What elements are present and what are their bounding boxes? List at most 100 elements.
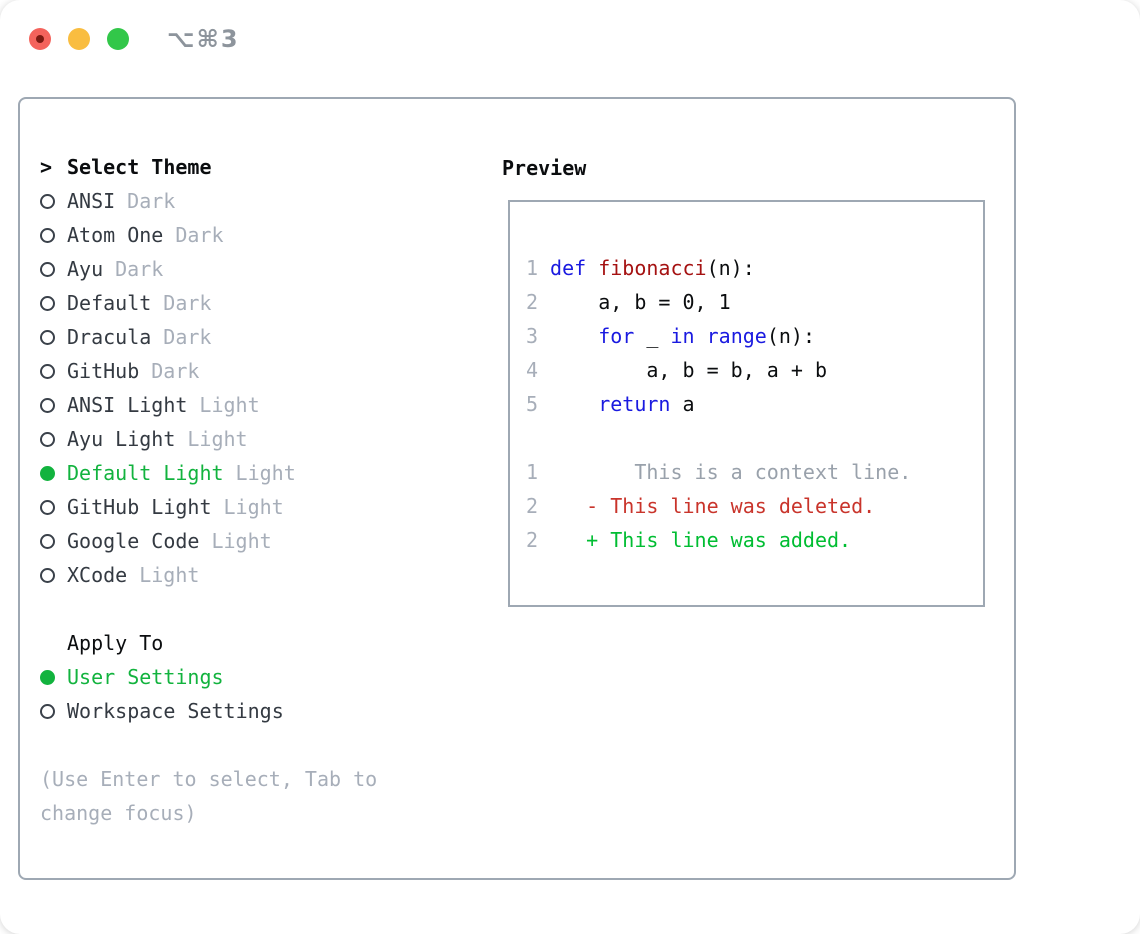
- radio-slot: [40, 465, 67, 481]
- code-line: 2 a, b = 0, 1: [526, 285, 911, 319]
- code-line: 5 return a: [526, 387, 911, 421]
- code-token: This is a context line.: [550, 460, 912, 484]
- code-line: 4 a, b = b, a + b: [526, 353, 911, 387]
- radio-slot: [40, 261, 67, 277]
- theme-option[interactable]: ANSI Dark: [40, 184, 377, 218]
- radio-slot: [40, 363, 67, 379]
- prompt-icon: >: [40, 155, 53, 179]
- line-number: 2: [526, 528, 539, 552]
- theme-variant-tag: Dark: [127, 189, 176, 213]
- apply-to-option[interactable]: Workspace Settings: [40, 694, 377, 728]
- apply-to-option[interactable]: User Settings: [40, 660, 377, 694]
- code-line: 2 + This line was added.: [526, 523, 911, 557]
- radio-slot: [40, 329, 67, 345]
- zoom-button[interactable]: [107, 28, 129, 50]
- line-number: 3: [526, 324, 539, 348]
- theme-name: Default Light: [67, 461, 224, 485]
- line-number: 1: [526, 256, 539, 280]
- code-token: [550, 324, 598, 348]
- theme-variant-tag: Dark: [163, 291, 212, 315]
- code-token: (n):: [766, 324, 815, 348]
- code-line: 2 - This line was deleted.: [526, 489, 911, 523]
- spacer: [40, 728, 377, 762]
- help-text: (Use Enter to select, Tab to change focus…: [40, 762, 377, 830]
- code-token: _: [634, 324, 671, 348]
- apply-to-header: Apply To: [40, 626, 377, 660]
- radio-selected-icon: [40, 669, 55, 685]
- code-token: [550, 392, 598, 416]
- minimize-button[interactable]: [68, 28, 90, 50]
- code-token: [586, 256, 598, 280]
- preview-title: Preview: [502, 156, 587, 180]
- theme-variant-tag: Dark: [151, 359, 200, 383]
- code-token: def: [550, 256, 587, 280]
- theme-name: Ayu: [67, 257, 104, 281]
- radio-selected-icon: [40, 465, 55, 481]
- theme-variant-tag: Light: [139, 563, 200, 587]
- theme-option[interactable]: Atom One Dark: [40, 218, 377, 252]
- radio-slot: [40, 193, 67, 209]
- code-token: + This line was added.: [550, 528, 852, 552]
- help-text-line: (Use Enter to select, Tab to: [40, 767, 378, 791]
- theme-name: ANSI: [67, 189, 116, 213]
- code-token: in: [670, 324, 695, 348]
- apply-to-title: Apply To: [67, 631, 164, 655]
- radio-icon: [40, 567, 55, 583]
- theme-name: GitHub: [67, 359, 140, 383]
- theme-option[interactable]: GitHub Dark: [40, 354, 377, 388]
- radio-icon: [40, 533, 55, 549]
- keyboard-shortcut-label: ⌥⌘3: [167, 25, 240, 53]
- radio-icon: [40, 261, 55, 277]
- code-token: a, b = b, a + b: [550, 358, 827, 382]
- code-token: - This line was deleted.: [550, 494, 876, 518]
- code-token: a: [670, 392, 695, 416]
- radio-icon: [40, 295, 55, 311]
- theme-variant-tag: Light: [187, 427, 248, 451]
- radio-icon: [40, 397, 55, 413]
- select-theme-header: > Select Theme: [40, 150, 377, 184]
- code-token: a, b = 0, 1: [550, 290, 731, 314]
- theme-variant-tag: Dark: [163, 325, 212, 349]
- close-button[interactable]: [29, 28, 51, 50]
- theme-name: Dracula: [67, 325, 152, 349]
- radio-icon: [40, 227, 55, 243]
- radio-slot: [40, 703, 67, 719]
- line-number: 5: [526, 392, 539, 416]
- spacer: [40, 592, 377, 626]
- theme-name: Google Code: [67, 529, 200, 553]
- radio-slot: [40, 669, 67, 685]
- theme-variant-tag: Dark: [175, 223, 224, 247]
- radio-slot: [40, 533, 67, 549]
- radio-icon: [40, 431, 55, 447]
- theme-option[interactable]: Dracula Dark: [40, 320, 377, 354]
- code-token: range: [706, 324, 767, 348]
- radio-slot: [40, 499, 67, 515]
- code-line: 3 for _ in range(n):: [526, 319, 911, 353]
- code-token: for: [598, 324, 635, 348]
- radio-slot: [40, 227, 67, 243]
- line-number: 2: [526, 494, 539, 518]
- theme-option[interactable]: Google Code Light: [40, 524, 377, 558]
- radio-icon: [40, 703, 55, 719]
- theme-name: Atom One: [67, 223, 164, 247]
- radio-icon: [40, 499, 55, 515]
- radio-icon: [40, 193, 55, 209]
- theme-variant-tag: Light: [211, 529, 272, 553]
- line-number: 2: [526, 290, 539, 314]
- line-number: 1: [526, 460, 539, 484]
- radio-slot: [40, 431, 67, 447]
- help-text-line: change focus): [40, 801, 197, 825]
- radio-slot: [40, 567, 67, 583]
